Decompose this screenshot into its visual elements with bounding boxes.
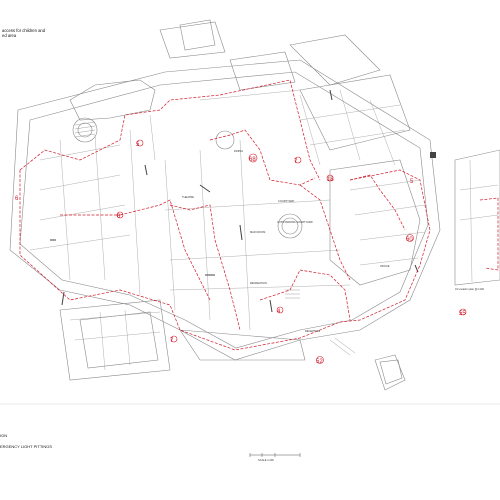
svg-text:68: 68	[249, 157, 256, 163]
north-marker-icon	[430, 152, 436, 158]
access-note: access for children and ed area	[2, 28, 45, 38]
markup-numbers: 68 5 18 60 55 52 4 7 6 7 5 6	[15, 142, 466, 365]
svg-text:52: 52	[316, 359, 323, 365]
markup-annotations	[116, 139, 467, 364]
structural-walls	[50, 89, 419, 313]
stair-details	[74, 121, 356, 356]
svg-text:6: 6	[15, 196, 19, 202]
svg-text:7: 7	[294, 159, 298, 165]
access-note-line2: ed area	[2, 33, 17, 38]
access-note-line1: access for children and	[2, 28, 46, 33]
svg-text:7: 7	[170, 338, 174, 344]
svg-text:5: 5	[136, 142, 140, 148]
svg-text:5: 5	[410, 179, 414, 185]
scale-label: SCALE 1:200	[258, 459, 274, 462]
legend-item-2: ERGENCY LIGHT PITTINGS	[0, 444, 53, 449]
svg-text:55: 55	[459, 311, 466, 317]
room-label-office: OFFICE	[380, 265, 390, 268]
room-label-courtyard: COURTYARD	[278, 200, 295, 203]
room-label-theatre: THEATRE	[182, 196, 194, 199]
legend-item-1: IGN	[0, 433, 8, 438]
room-label-reception: RECEPTION	[305, 330, 321, 333]
internal-walls	[29, 89, 499, 371]
room-label-dining: DINING	[234, 150, 244, 153]
svg-text:4: 4	[277, 309, 281, 315]
svg-text:6: 6	[117, 214, 121, 220]
room-label-recreation: RECREATION	[250, 282, 267, 285]
room-label-outstanding-courtyard: OUTSTANDING COURTYARD	[277, 221, 313, 224]
building-linework	[9, 19, 500, 391]
location-plan-label: 01 Location plan @1:100	[455, 288, 484, 291]
room-label-main-room: MAIN ROOM	[250, 231, 266, 234]
svg-text:18: 18	[327, 177, 334, 183]
emergency-lighting-markup	[19, 79, 499, 351]
svg-text:60: 60	[406, 237, 413, 243]
scale-bar	[249, 453, 301, 457]
